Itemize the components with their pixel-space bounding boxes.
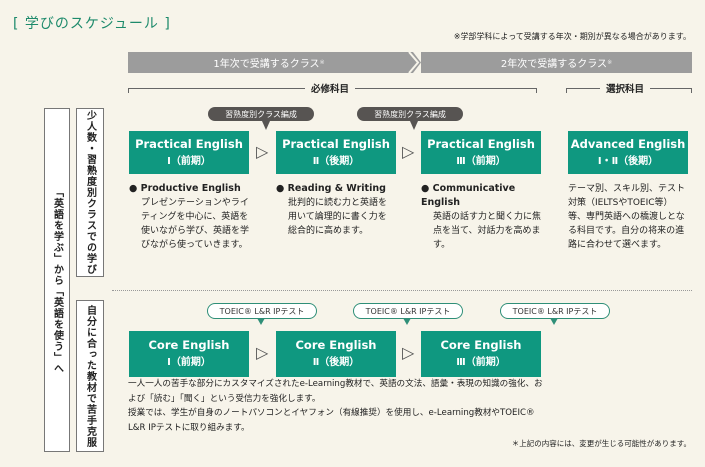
- core-desc-line: 授業では、学生が自身のノートパソコンとイヤフォン（有線推奨）を使用し、e-Lea…: [128, 408, 535, 433]
- top-note: ※学部学科によって受講する年次・期別が異なる場合があります。: [453, 32, 691, 41]
- advanced-desc: テーマ別、スキル別、テスト対策（IELTSやTOEIC等）等、専門英語への橋渡し…: [568, 184, 686, 250]
- course-name: Core English: [148, 338, 230, 352]
- bullet-icon: ●: [129, 183, 141, 194]
- year2-band: 2年次で受講するクラス※: [421, 52, 692, 73]
- bubble-tail: [257, 318, 265, 325]
- course-name: Practical English: [282, 136, 390, 151]
- core-description: 一人一人の苦手な部分にカスタマイズされたe-Learning教材で、英語の文法、…: [128, 377, 548, 435]
- chevron-icon: [405, 52, 421, 73]
- placement-bubble: 習熟度別クラス編成: [208, 107, 314, 121]
- desc-heading: Reading & Writing: [287, 183, 386, 194]
- bullet-icon: ●: [276, 183, 288, 194]
- course-term: Ⅰ・Ⅱ（後期）: [597, 155, 659, 167]
- course-term: Ⅰ（前期）: [167, 155, 211, 167]
- year1-label: 1年次で受講するクラス: [213, 59, 320, 70]
- toeic-bubble: TOEIC® L&R IPテスト: [207, 303, 317, 319]
- course-term: Ⅱ（後期）: [312, 357, 360, 368]
- arrow-right-icon: ▷: [256, 142, 269, 161]
- footnote: ＊上記の内容には、変更が生じる可能性があります。: [511, 439, 691, 448]
- practical-2-desc: ● Reading & Writing 批判的に読む力と英語を用いて論理的に書く力…: [276, 182, 388, 238]
- course-name: Practical English: [427, 136, 535, 151]
- theme-label: 「英語を学ぶ」から「英語を使う」へ: [44, 108, 70, 452]
- elective-label: 選択科目: [600, 81, 651, 95]
- bullet-icon: ●: [421, 183, 433, 194]
- year2-label: 2年次で受講するクラス: [500, 59, 608, 70]
- bubble-tail: [403, 318, 411, 325]
- course-name: Practical English: [135, 136, 243, 151]
- course-term: Ⅰ（前期）: [167, 357, 211, 368]
- year1-band: 1年次で受講するクラス※: [128, 52, 410, 73]
- arrow-right-icon: ▷: [402, 343, 415, 362]
- note-mark: ※: [607, 59, 613, 66]
- course-term: Ⅱ（後期）: [312, 155, 360, 167]
- practical-3-desc: ● Communicative English 英語の話す力と聞く力に焦点を当て、…: [421, 182, 545, 252]
- required-label: 必修科目: [305, 81, 356, 95]
- bubble-tail: [550, 318, 558, 325]
- course-name: Core English: [440, 338, 522, 352]
- page-title: [ 学びのスケジュール ]: [13, 16, 171, 32]
- toeic-bubble: TOEIC® L&R IPテスト: [353, 303, 463, 319]
- arrow-right-icon: ▷: [402, 142, 415, 161]
- arrow-right-icon: ▷: [256, 343, 269, 362]
- bubble-tail: [262, 121, 270, 130]
- row1-label: 少人数・習熟度別クラスでの学び: [76, 108, 104, 277]
- row-divider: [112, 290, 692, 291]
- desc-body: 英語の話す力と聞く力に焦点を当て、対話力を高めます。: [433, 212, 542, 250]
- bubble-tail: [410, 121, 418, 130]
- desc-body: 批判的に読む力と英語を用いて論理的に書く力を総合的に高めます。: [288, 198, 388, 236]
- course-term: Ⅲ（前期）: [456, 155, 506, 167]
- practical-1-desc: ● Productive English プレゼンテーションやライティングを中心に…: [129, 182, 249, 252]
- course-name: Advanced English: [570, 136, 686, 151]
- course-term: Ⅲ（前期）: [456, 357, 506, 368]
- course-name: Core English: [295, 338, 377, 352]
- placement-bubble: 習熟度別クラス編成: [357, 107, 463, 121]
- row2-label: 自分に合った教材で苦手克服: [76, 300, 104, 452]
- core-desc-line: 一人一人の苦手な部分にカスタマイズされたe-Learning教材で、英語の文法、…: [128, 379, 543, 404]
- toeic-bubble: TOEIC® L&R IPテスト: [500, 303, 610, 319]
- desc-body: プレゼンテーションやライティングを中心に、英語を使いながら学び、英語を学びながら…: [141, 198, 250, 250]
- desc-heading: Productive English: [140, 183, 241, 194]
- desc-heading: Communicative English: [421, 183, 516, 208]
- note-mark: ※: [319, 59, 325, 66]
